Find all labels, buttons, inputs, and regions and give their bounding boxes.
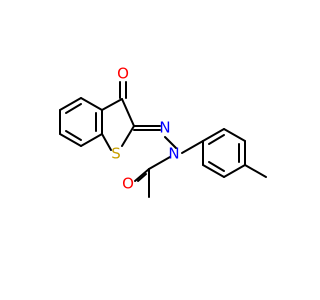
bond [223, 164, 246, 178]
nitrogen-imine-label: N [159, 119, 170, 137]
benzene-ring-left [59, 97, 103, 147]
bond [101, 133, 112, 151]
bond [121, 125, 135, 147]
oxygen-amide-label: O [122, 175, 134, 193]
molecule-canvas: O S N N O [59, 64, 267, 198]
aromatic-bond [65, 103, 82, 114]
sulfur-label: S [111, 145, 121, 163]
bond [59, 133, 82, 147]
bond [181, 140, 204, 154]
acetyl-group [134, 156, 171, 198]
bond [148, 156, 171, 170]
nitrogen-amide-label: N [168, 145, 179, 163]
carbonyl-bond [137, 173, 147, 182]
methyl-bond [244, 164, 267, 178]
bond [164, 136, 177, 149]
tolyl-ring [181, 128, 267, 178]
bond [121, 98, 135, 127]
bond [202, 128, 225, 142]
molecule-structure: O S N N O [59, 65, 267, 198]
hydrazone-linkage [133, 125, 177, 149]
bond [101, 98, 123, 111]
bond [80, 133, 103, 147]
aromatic-bond [208, 161, 225, 172]
aromatic-bond [208, 134, 225, 145]
bond [80, 97, 103, 111]
oxygen-ketone-label: O [117, 65, 129, 83]
thiophenone-ring [101, 81, 135, 151]
carbonyl-bond [134, 168, 150, 182]
bond [223, 128, 246, 142]
aromatic-bond [65, 130, 82, 141]
bond [202, 164, 225, 178]
bond [59, 97, 82, 111]
